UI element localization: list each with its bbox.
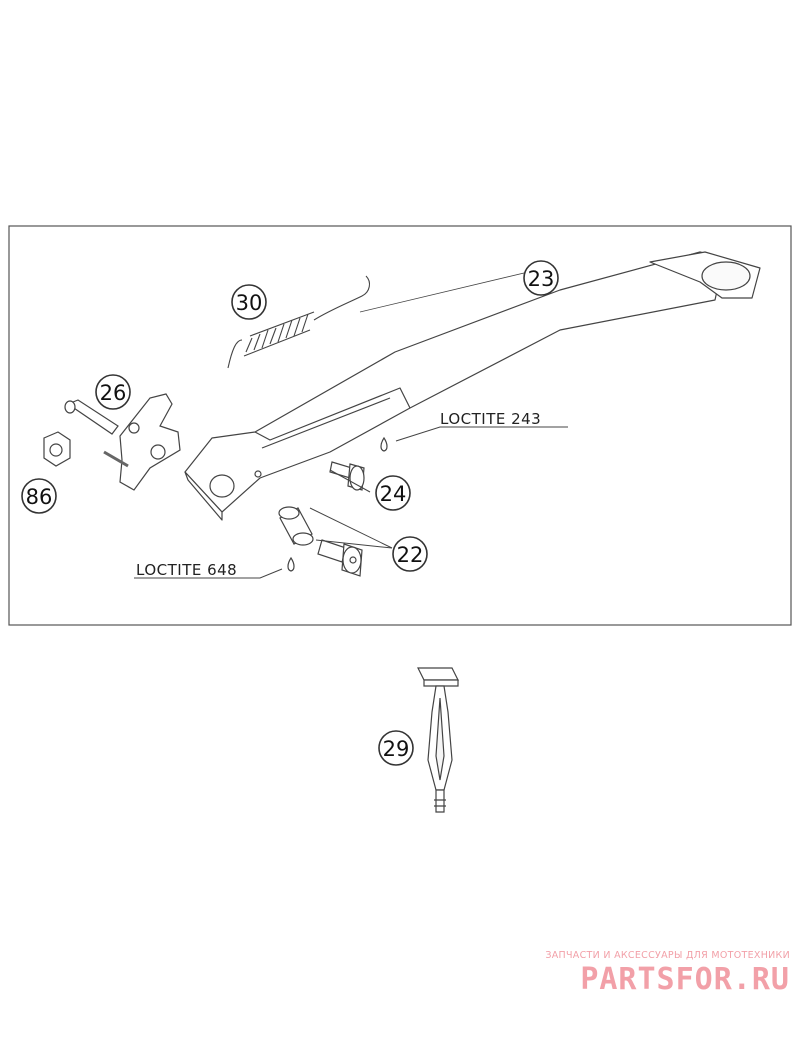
svg-text:86: 86: [26, 485, 53, 509]
pivot-bracket-part[interactable]: [64, 393, 181, 491]
diagram-frame: [8, 225, 792, 626]
callout-30: 30: [231, 284, 267, 320]
callout-86: 86: [21, 478, 57, 514]
loctite-drop-icon: [287, 556, 295, 572]
callout-29: 29: [378, 730, 414, 766]
tool-part[interactable]: [417, 667, 459, 813]
loctite-drop-icon: [380, 436, 388, 452]
watermark-brand: PARTSFOR.RU: [580, 962, 790, 997]
leader-lines: [134, 426, 568, 579]
svg-text:22: 22: [397, 543, 424, 567]
callout-22: 22: [392, 536, 428, 572]
loctite-243-label: LOCTITE 243: [440, 410, 541, 428]
bushing-part[interactable]: [278, 506, 314, 546]
svg-text:23: 23: [528, 267, 555, 291]
callout-24: 24: [375, 475, 411, 511]
side-stand-part[interactable]: [184, 251, 761, 521]
watermark-subtitle: ЗАПЧАСТИ И АКСЕССУАРЫ ДЛЯ МОТОТЕХНИКИ: [545, 950, 790, 961]
small-bolt-part[interactable]: [329, 461, 365, 491]
nut-part[interactable]: [43, 431, 71, 467]
callout-23: 23: [523, 260, 559, 296]
svg-text:30: 30: [236, 291, 263, 315]
loctite-648-label: LOCTITE 648: [136, 561, 237, 579]
callout-26: 26: [95, 374, 131, 410]
svg-text:26: 26: [100, 381, 127, 405]
mounting-bolt-part[interactable]: [317, 539, 363, 577]
svg-text:29: 29: [383, 737, 410, 761]
spring-part[interactable]: [227, 275, 371, 369]
svg-text:24: 24: [380, 482, 407, 506]
